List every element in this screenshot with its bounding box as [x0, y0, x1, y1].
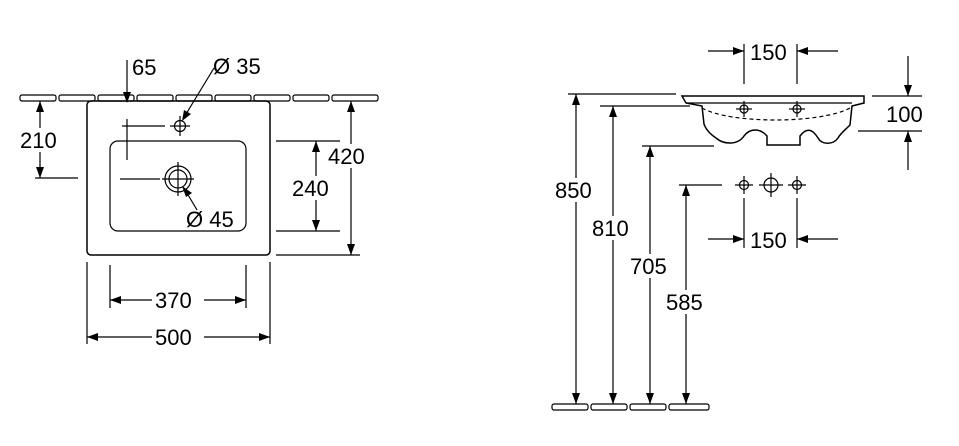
dim-tap-spacing-top-label: 150	[750, 40, 787, 65]
dim-total-width: 500	[86, 262, 271, 350]
dim-height-outlet: 585	[664, 185, 714, 404]
dim-tap-hole-label: Ø 35	[213, 54, 261, 79]
wall-strip	[19, 94, 379, 102]
dim-total-depth: 420	[276, 101, 376, 256]
dim-tap-hole: Ø 35	[182, 54, 261, 121]
dim-bowl-depth-label: 240	[292, 176, 329, 201]
basin-profile	[680, 95, 865, 146]
dim-waste-hole: Ø 45	[182, 186, 234, 232]
dim-bowl-width: 370	[109, 265, 247, 313]
dim-tap-spacing-bottom: 150	[708, 198, 838, 253]
dim-height-rim: 810	[590, 106, 640, 404]
side-view: 150 100 850	[551, 40, 923, 411]
dim-bowl-width-label: 370	[155, 288, 192, 313]
dim-tap-spacing-top: 150	[708, 40, 838, 84]
dim-basin-height-label: 100	[886, 102, 923, 127]
tap-hole-layout	[735, 173, 806, 197]
dim-height-rim-label: 810	[592, 216, 629, 241]
dim-tap-spacing-bottom-label: 150	[750, 228, 787, 253]
dim-total-width-label: 500	[155, 325, 192, 350]
dim-bowl-depth: 240	[276, 140, 342, 232]
basin-outline	[86, 100, 271, 256]
dim-height-trap: 705	[628, 146, 678, 404]
floor-strip	[551, 403, 710, 411]
dim-basin-height: 100	[858, 56, 923, 170]
dim-tap-offset-label: 65	[132, 55, 156, 80]
top-view: 65 Ø 35 210 Ø 45	[18, 54, 379, 350]
tap-hole	[122, 116, 190, 160]
dim-total-depth-label: 420	[328, 144, 365, 169]
dim-tap-from-wall-label: 210	[20, 128, 57, 153]
dim-height-trap-label: 705	[630, 254, 667, 279]
dim-height-outlet-label: 585	[666, 290, 703, 315]
dim-tap-from-wall: 210	[18, 101, 78, 179]
dim-tap-offset: 65	[123, 55, 156, 103]
bowl-outline	[109, 140, 247, 232]
waste-hole	[120, 162, 194, 196]
dim-waste-hole-label: Ø 45	[186, 207, 234, 232]
dim-height-top-label: 850	[555, 178, 592, 203]
dim-height-top: 850	[552, 94, 602, 404]
